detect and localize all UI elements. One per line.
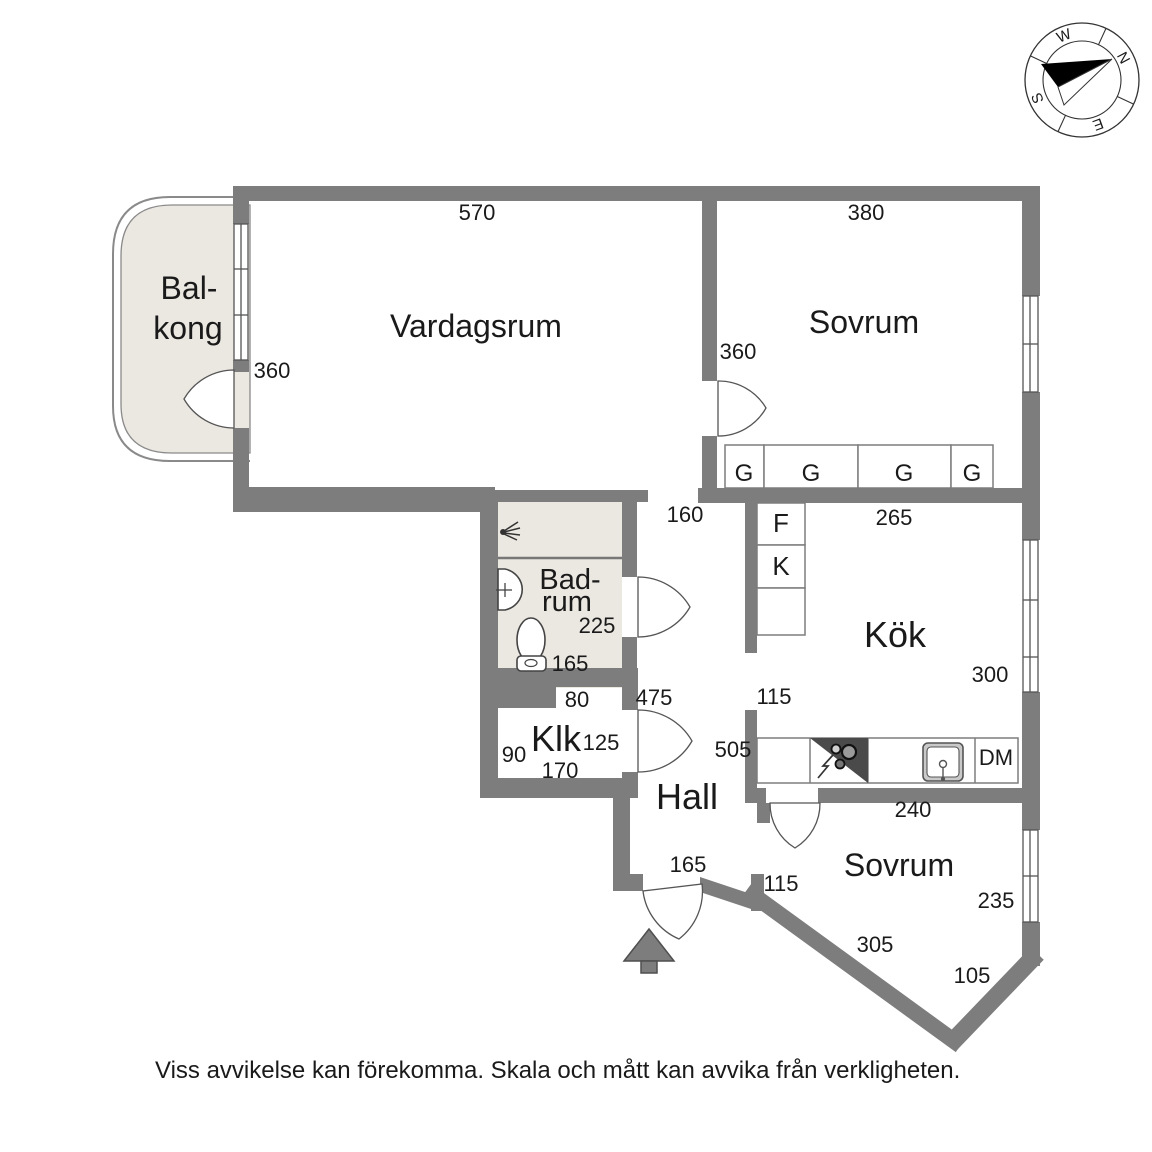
wall (745, 503, 757, 653)
door-bedroom-top (717, 380, 767, 437)
room-label-balcony-line2: kong (153, 310, 222, 346)
dim-living-top: 570 (459, 200, 496, 225)
wall (945, 947, 1044, 1049)
window-bedroom-bottom (1022, 829, 1039, 923)
room-label-bathroom-line1: Bad- (539, 564, 600, 596)
bath-sink-icon (496, 568, 524, 611)
dim-bedroom-bottom-top: 240 (895, 797, 932, 822)
dim-balcony-door: 360 (254, 358, 291, 383)
door-balcony (183, 369, 235, 429)
dim-closet-top: 80 (565, 687, 589, 712)
fridge-cabinet (756, 502, 806, 546)
dim-bathroom-depth: 225 (579, 613, 616, 638)
freezer-cabinet (756, 544, 806, 589)
wall (745, 710, 757, 788)
room-label-bathroom-line2: rum (542, 586, 592, 618)
dim-kitchen-opening: 115 (756, 684, 791, 709)
wall (233, 487, 495, 512)
dim-closet-left: 90 (502, 742, 526, 767)
room-label-balcony-line1: Bal- (161, 270, 218, 306)
dim-bedroom-bottom-corner: 105 (954, 963, 991, 988)
wall (698, 488, 1040, 503)
wall (700, 877, 757, 911)
wardrobe-label: G (963, 460, 982, 487)
balcony-outer-rail (112, 196, 250, 462)
dim-bedroom-bottom-door: 115 (763, 871, 798, 896)
dim-bathroom-width: 165 (552, 651, 589, 676)
kitchen-cabinet (756, 587, 806, 636)
compass-needle (1041, 59, 1112, 87)
stove-icon (810, 738, 868, 783)
dim-closet-mid: 125 (583, 730, 620, 755)
windows (233, 223, 1039, 923)
dim-kitchen-right: 300 (972, 662, 1009, 687)
door-bathroom (637, 576, 691, 638)
room-label-living: Vardagsrum (390, 308, 562, 344)
doors (183, 369, 821, 940)
wall (233, 186, 249, 224)
dim-closet-bottom: 170 (542, 758, 579, 783)
door-entrance (642, 883, 704, 940)
dim-hall-side: 505 (715, 737, 752, 762)
wardrobes (724, 444, 994, 489)
dim-bedroom-bottom-right: 235 (978, 888, 1015, 913)
dim-hall-length: 475 (636, 685, 673, 710)
wall (613, 798, 630, 891)
room-label-hall: Hall (656, 776, 718, 817)
wardrobe-label: G (895, 460, 914, 487)
wall (1022, 392, 1040, 540)
door-bedroom-bottom (769, 802, 821, 849)
wall (480, 687, 556, 708)
fridge-label: F (773, 508, 789, 538)
dim-bedroom-top-door: 360 (720, 339, 757, 364)
disclaimer-text: Viss avvikelse kan förekomma. Skala och … (155, 1057, 960, 1084)
wall (630, 874, 643, 891)
dim-bedroom-top-width: 380 (848, 200, 885, 225)
wall (480, 668, 638, 687)
wall (818, 788, 1040, 803)
room-label-bedroom-bottom: Sovrum (844, 847, 954, 883)
dim-hall-entrance: 165 (670, 852, 707, 877)
window-kitchen (1022, 539, 1039, 693)
wardrobe-label: G (802, 460, 821, 487)
wardrobe-label: G (735, 460, 754, 487)
wall (757, 803, 770, 823)
window-living-room (233, 223, 249, 361)
dim-hall-opening: 160 (667, 502, 704, 527)
wall (1022, 692, 1040, 830)
shower-icon (500, 521, 521, 541)
dim-kitchen-top: 265 (876, 505, 913, 530)
door-closet (637, 709, 693, 773)
room-label-bedroom-top: Sovrum (809, 304, 919, 340)
dim-bedroom-bottom-diagonal: 305 (857, 932, 894, 957)
wall (480, 490, 498, 798)
wall (741, 883, 966, 1053)
wall (745, 788, 766, 803)
wall (702, 201, 717, 381)
toilet-icon (516, 617, 547, 672)
compass-icon: N E S W (1024, 22, 1140, 138)
room-label-closet: Klk (531, 718, 582, 759)
wardrobe-cabinet (763, 444, 859, 489)
wall (480, 490, 648, 502)
wall (622, 687, 638, 710)
wardrobe-cabinet (950, 444, 994, 489)
kitchen-sink-icon (922, 742, 964, 782)
wardrobe-cabinet (857, 444, 952, 489)
room-label-kitchen: Kök (864, 614, 927, 655)
wall (233, 360, 249, 372)
window-bedroom-top (1022, 295, 1039, 393)
wall (1022, 186, 1040, 296)
kitchen-units (756, 502, 1019, 784)
wall (480, 778, 632, 798)
dishwasher-label: DM (979, 745, 1013, 770)
wall (233, 186, 1040, 201)
wall (622, 502, 637, 577)
freezer-label: K (772, 551, 790, 581)
walls (233, 186, 1044, 1053)
wall (702, 436, 717, 491)
entrance-arrow-icon (622, 927, 676, 974)
